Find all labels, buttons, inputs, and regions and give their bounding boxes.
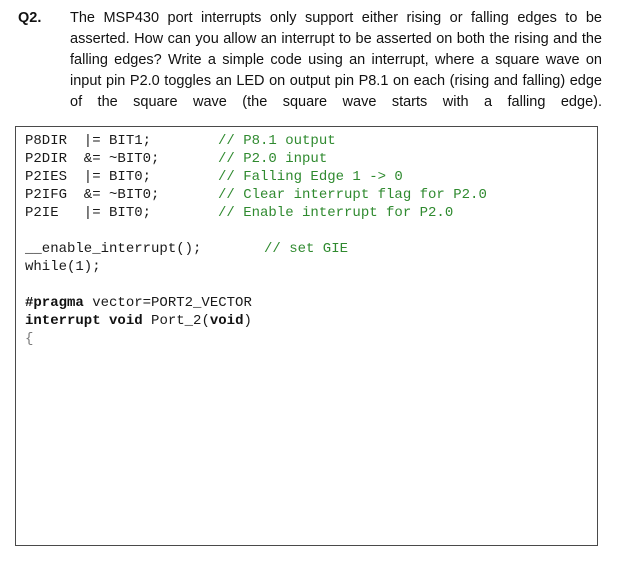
pragma-keyword: #pragma: [25, 295, 84, 311]
comment-p2dir: // P2.0 input: [218, 151, 328, 167]
interrupt-keyword: interrupt: [25, 313, 101, 329]
code-line-p2ifg: P2IFG &= ~BIT0;: [25, 187, 160, 203]
code-line-p8dir: P8DIR |= BIT1;: [25, 133, 152, 149]
comment-p8dir: // P8.1 output: [218, 133, 336, 149]
isr-name: Port_2(: [142, 313, 210, 329]
void-keyword: void: [109, 313, 143, 329]
code-line-isr-signature: interrupt void Port_2(void): [25, 312, 252, 330]
comment-set-gie: // set GIE: [264, 241, 349, 257]
code-answer-box[interactable]: P8DIR |= BIT1; // P8.1 output P2DIR &= ~…: [15, 126, 598, 546]
question-text: The MSP430 port interrupts only support …: [70, 10, 602, 110]
comment-p2ifg: // Clear interrupt flag for P2.0: [218, 187, 487, 203]
isr-close-paren: ): [243, 313, 252, 329]
code-line-open-brace: {: [25, 331, 34, 347]
code-line-p2ies: P2IES |= BIT0;: [25, 169, 152, 185]
code-line-p2ie: P2IE |= BIT0;: [25, 205, 152, 221]
code-line-pragma: #pragma vector=PORT2_VECTOR: [25, 294, 252, 312]
question-number: Q2.: [18, 10, 42, 26]
pragma-vector: vector=PORT2_VECTOR: [83, 295, 252, 311]
void-param-keyword: void: [209, 313, 244, 329]
code-line-enable-interrupt: __enable_interrupt();: [25, 241, 202, 257]
code-line-while-loop: while(1);: [25, 259, 101, 275]
comment-p2ie: // Enable interrupt for P2.0: [218, 205, 454, 221]
code-line-p2dir: P2DIR &= ~BIT0;: [25, 151, 160, 167]
comment-p2ies: // Falling Edge 1 -> 0: [218, 169, 403, 185]
